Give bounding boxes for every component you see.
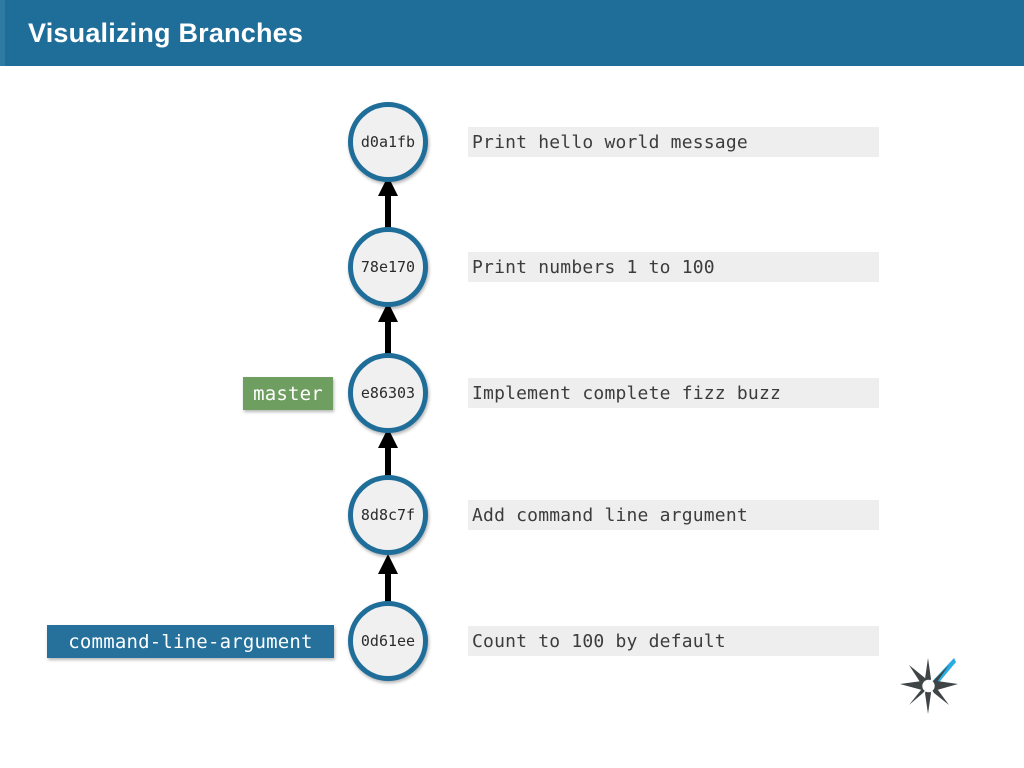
commit-node-8d8c7f[interactable]: 8d8c7f <box>348 475 428 555</box>
branch-label-command-line-argument[interactable]: command-line-argument <box>47 625 334 658</box>
commit-node-d0a1fb[interactable]: d0a1fb <box>348 102 428 182</box>
commit-message-text: Implement complete fizz buzz <box>472 382 782 404</box>
commit-hash: e86303 <box>360 384 416 402</box>
commit-node-0d61ee[interactable]: 0d61ee <box>348 601 428 681</box>
arrow-8d8c7f-to-e86303 <box>378 428 398 490</box>
arrow-0d61ee-to-8d8c7f <box>378 554 398 616</box>
commit-node-e86303[interactable]: e86303 <box>348 353 428 433</box>
commit-message-e86303: Implement complete fizz buzz <box>468 378 879 408</box>
commit-message-d0a1fb: Print hello world message <box>468 127 879 157</box>
sparkle-logo-icon <box>900 656 958 714</box>
commit-message-text: Print numbers 1 to 100 <box>472 256 715 278</box>
commit-node-78e170[interactable]: 78e170 <box>348 227 428 307</box>
branch-label-text: master <box>253 382 323 405</box>
branch-label-text: command-line-argument <box>68 630 313 653</box>
commit-message-8d8c7f: Add command line argument <box>468 500 879 530</box>
commit-message-text: Add command line argument <box>472 504 748 526</box>
commit-message-78e170: Print numbers 1 to 100 <box>468 252 879 282</box>
arrow-e86303-to-78e170 <box>378 302 398 364</box>
commit-hash: d0a1fb <box>360 133 416 151</box>
commit-message-text: Print hello world message <box>472 131 748 153</box>
header-accent-strip <box>0 0 5 66</box>
commit-hash: 8d8c7f <box>360 506 416 524</box>
commit-message-text: Count to 100 by default <box>472 630 726 652</box>
slide-header: Visualizing Branches <box>0 0 1024 66</box>
arrow-78e170-to-d0a1fb <box>378 176 398 238</box>
branch-graph: d0a1fb 78e170 e86303 8d8c7f 0d61ee Print… <box>0 66 1024 768</box>
branch-label-master[interactable]: master <box>243 377 333 410</box>
commit-message-0d61ee: Count to 100 by default <box>468 626 879 656</box>
page-title: Visualizing Branches <box>28 18 304 48</box>
commit-hash: 0d61ee <box>360 632 416 650</box>
commit-hash: 78e170 <box>360 258 416 276</box>
